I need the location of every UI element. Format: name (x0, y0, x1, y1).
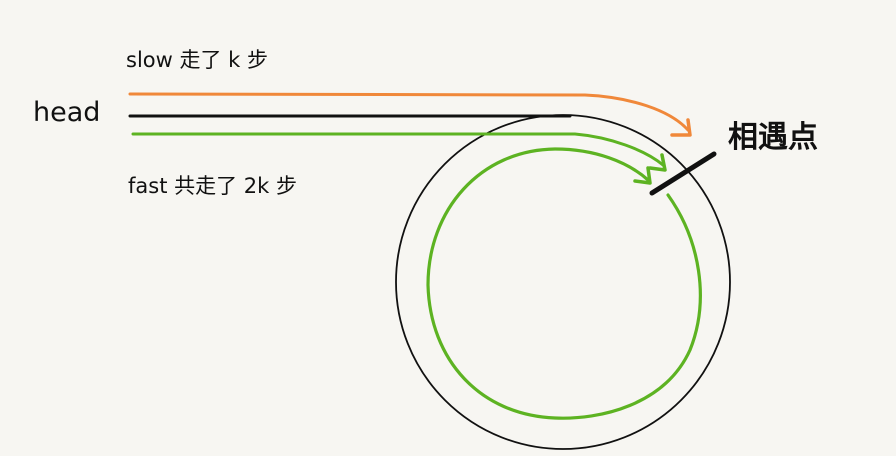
slow-label: slow 走了 k 步 (126, 48, 268, 72)
head-label: head (33, 97, 101, 128)
slow-arrowhead-icon (670, 118, 692, 137)
fast-arrowhead-2-icon (633, 166, 652, 185)
slow-path (128, 92, 692, 137)
fast-path (131, 132, 702, 420)
meeting-point-label: 相遇点 (728, 120, 818, 155)
fast-label: fast 共走了 2k 步 (128, 174, 297, 198)
meeting-point-marker (649, 151, 717, 196)
fast-arrowhead-1-icon (648, 153, 667, 172)
linked-list-path (128, 114, 731, 450)
